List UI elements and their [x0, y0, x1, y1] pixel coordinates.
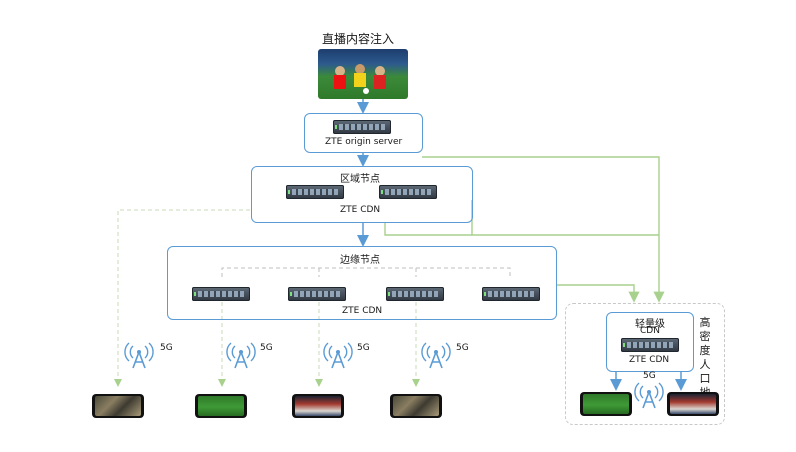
edge-node-box: 边缘节点 ZTE CDN	[167, 246, 557, 320]
origin-to-light-green	[422, 156, 665, 303]
lightweight-cdn-title: 轻量级	[635, 319, 665, 330]
signal-label-3: 5G	[357, 343, 370, 353]
edge-dashed-fanout	[221, 267, 511, 277]
origin-server-icon	[333, 120, 391, 134]
phone-3	[292, 394, 344, 418]
lightweight-server-icon	[621, 338, 679, 352]
signal-tower-icon	[124, 342, 154, 369]
regional-server-icon-2	[379, 185, 437, 199]
signal-tower-icon	[634, 382, 664, 409]
regional-to-phone1-dashed	[114, 209, 250, 387]
lightweight-cdn-subtitle: CDN	[640, 326, 660, 336]
high-density-area	[565, 303, 725, 425]
phone-5	[580, 392, 632, 416]
phone-4	[390, 394, 442, 418]
signal-tower-icon	[323, 342, 353, 369]
phone-6	[667, 392, 719, 416]
regional-node-label: ZTE CDN	[340, 205, 381, 215]
origin-server-label: ZTE origin server	[325, 137, 403, 147]
top-label: 直播内容注入	[322, 32, 395, 46]
edge-to-light-green	[556, 284, 640, 303]
regional-to-light-green-2	[384, 222, 472, 236]
players-illustration	[334, 64, 386, 94]
edge-server-icon-1	[192, 287, 250, 301]
phone-1	[92, 394, 144, 418]
edge-node-title: 边缘节点	[340, 255, 380, 266]
edge-server-icon-4	[482, 287, 540, 301]
signal-label-4: 5G	[456, 343, 469, 353]
regional-node-box: 区域节点 ZTE CDN	[251, 166, 473, 223]
lightweight-cdn-box: 轻量级 CDN ZTE CDN	[606, 312, 694, 372]
signal-label-1: 5G	[160, 343, 173, 353]
edge-node-label: ZTE CDN	[342, 306, 383, 316]
origin-server-box: ZTE origin server	[304, 113, 423, 153]
regional-to-light-green	[471, 200, 659, 236]
lightweight-cdn-label: ZTE CDN	[629, 355, 670, 365]
signal-label-5: 5G	[643, 371, 656, 381]
signal-tower-icon	[226, 342, 256, 369]
regional-node-title: 区域节点	[340, 174, 380, 185]
edge-server-icon-3	[386, 287, 444, 301]
edge-server-icon-2	[288, 287, 346, 301]
regional-server-icon-1	[286, 185, 344, 199]
signal-tower-icon	[421, 342, 451, 369]
signal-label-2: 5G	[260, 343, 273, 353]
live-content-image	[318, 49, 408, 99]
phone-2	[195, 394, 247, 418]
